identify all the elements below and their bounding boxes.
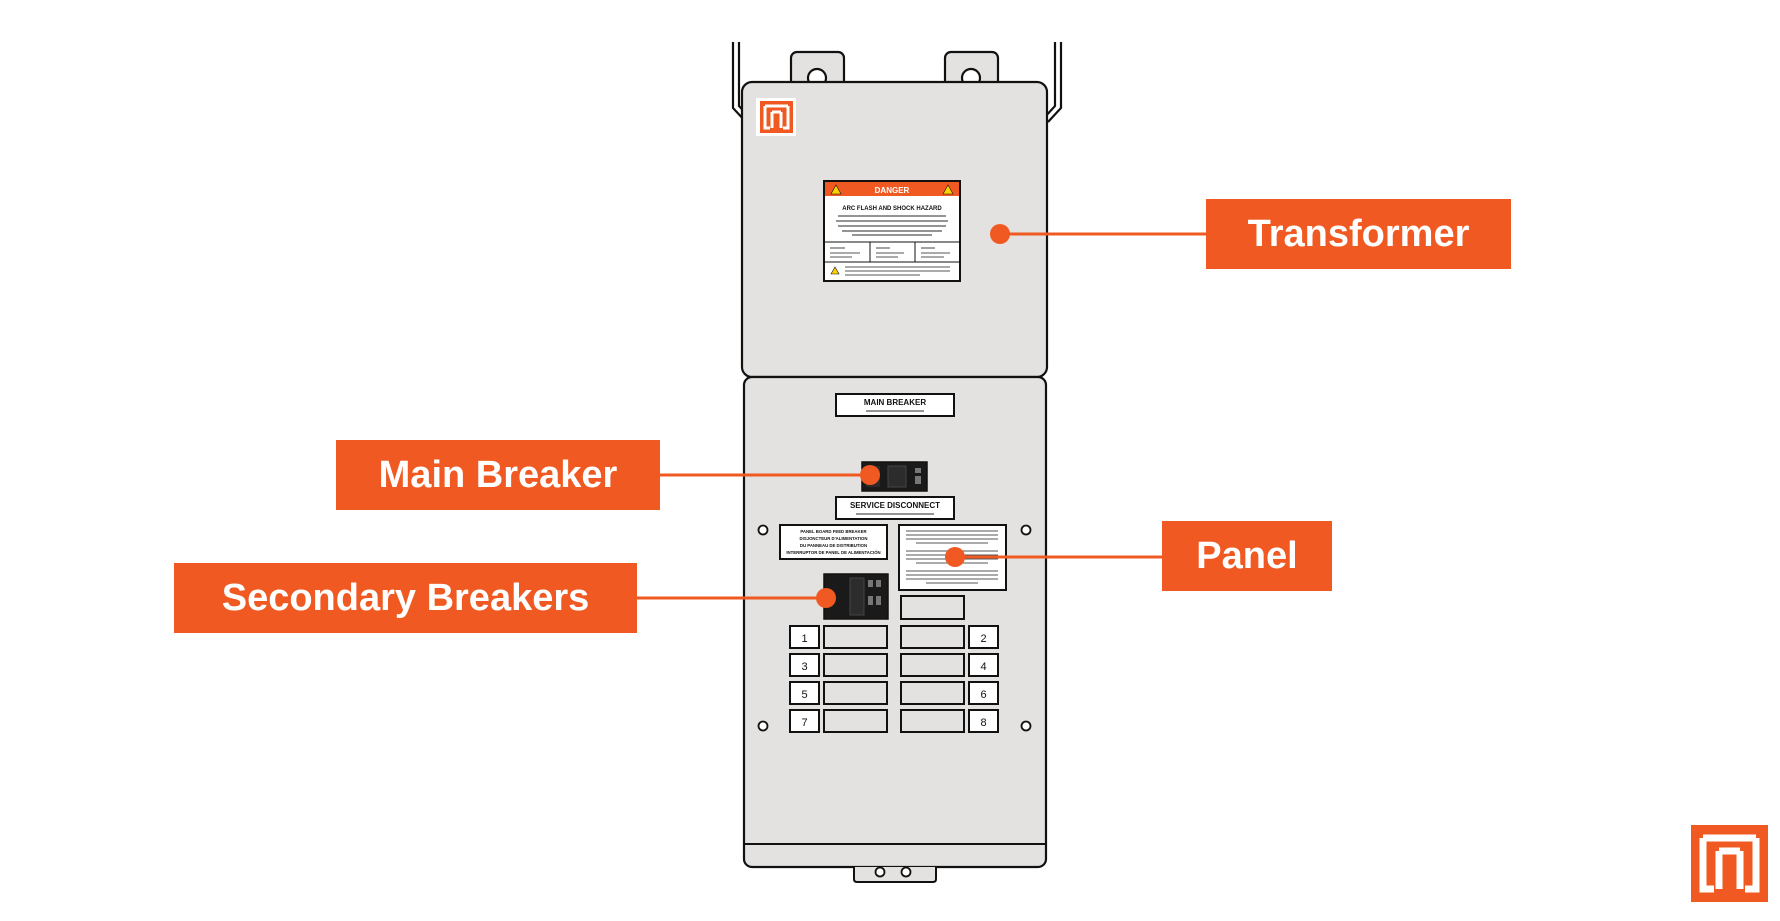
panelboard-feed-label: PANEL BOARD FEED BREAKER DISJONCTEUR D'A… — [779, 524, 888, 560]
service-disconnect-text: SERVICE DISCONNECT — [850, 501, 940, 510]
danger-fine-print — [836, 215, 948, 236]
circuit-number: 5 — [801, 689, 807, 701]
main-breaker-callout: Main Breaker — [336, 440, 660, 510]
circuit-number: 8 — [980, 717, 986, 729]
panelboard-line-1: PANEL BOARD FEED BREAKER — [800, 529, 867, 534]
circuit-number: 2 — [980, 633, 986, 645]
secondary-breakers-callout: Secondary Breakers — [174, 563, 637, 633]
circuit-number: 6 — [980, 689, 986, 701]
circuit-number: 3 — [801, 661, 807, 673]
danger-label: DANGER ARC FLASH AND SHOCK HAZARD — [823, 180, 961, 282]
danger-header: DANGER — [875, 186, 910, 195]
circuit-number: 1 — [801, 633, 807, 645]
service-disconnect-plate: SERVICE DISCONNECT — [835, 496, 955, 520]
warning-triangle-icon — [942, 184, 954, 195]
transformer-leader-dot — [990, 224, 1010, 244]
panelboard-line-3: DU PANNEAU DE DISTRIBUTION — [800, 543, 867, 548]
circuit-number: 7 — [801, 717, 807, 729]
main-breaker-plate-text: MAIN BREAKER — [864, 398, 926, 407]
transformer-callout: Transformer — [1206, 199, 1511, 269]
panel-leader-dot — [945, 547, 965, 567]
circuit-directory: 1 2 3 4 5 6 7 8 — [789, 625, 999, 733]
mounting-hole-icon — [757, 524, 769, 536]
mounting-hole-icon — [900, 866, 912, 878]
warning-triangle-icon — [830, 184, 842, 195]
bottom-mounting-tab — [853, 867, 937, 883]
main-breaker-leader-dot — [860, 465, 880, 485]
callout-leaders — [637, 224, 1206, 608]
arc-flash-title: ARC FLASH AND SHOCK HAZARD — [842, 206, 942, 212]
circuit-row: 7 8 — [789, 709, 999, 733]
panelboard-line-2: DISJONCTEUR D'ALIMENTATION — [800, 536, 868, 541]
warning-triangle-icon — [830, 266, 840, 275]
blank-slot — [900, 595, 965, 620]
circuit-number: 4 — [980, 661, 986, 673]
mounting-hole-icon — [874, 866, 886, 878]
circuit-row: 1 2 — [789, 625, 999, 649]
panel-callout: Panel — [1162, 521, 1332, 591]
circuit-row: 3 4 — [789, 653, 999, 677]
main-breaker-plate: MAIN BREAKER — [835, 393, 955, 417]
circuit-row: 5 6 — [789, 681, 999, 705]
panel-enclosure — [742, 375, 1048, 869]
mounting-hole-icon — [757, 720, 769, 732]
brand-logo-icon — [1691, 825, 1768, 902]
secondary-leader-dot — [816, 588, 836, 608]
brand-logo-icon — [756, 98, 796, 136]
mounting-hole-icon — [1020, 524, 1032, 536]
mounting-hole-icon — [1020, 720, 1032, 732]
panelboard-line-4: INTERRUPTOR DE PANEL DE ALIMENTACIÓN — [786, 550, 880, 555]
